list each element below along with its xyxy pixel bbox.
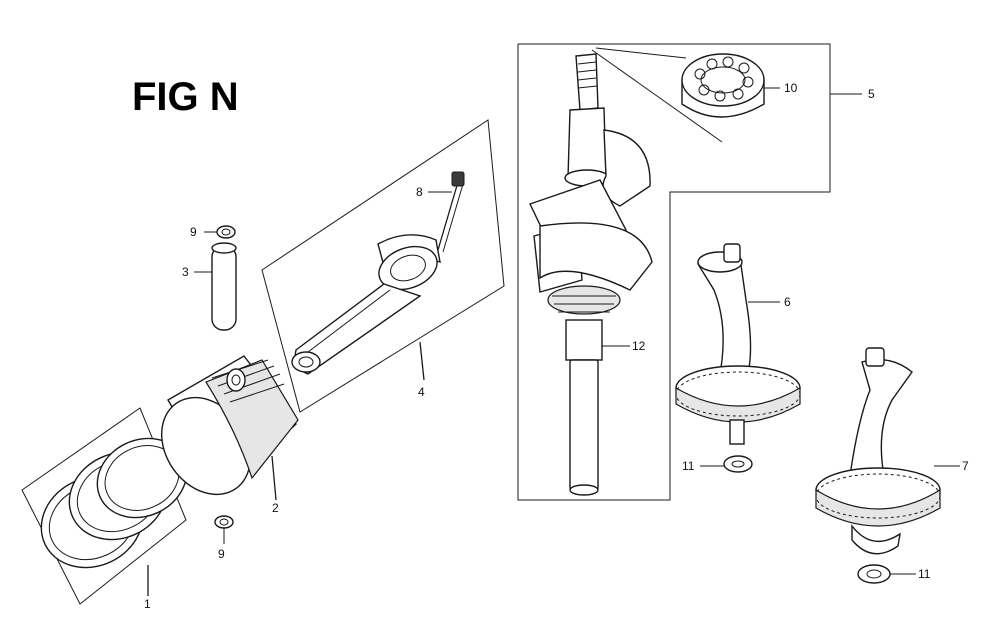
- pin-clip-upper: [204, 225, 236, 239]
- callout-5: 5: [868, 87, 875, 101]
- callout-3: 3: [182, 265, 189, 279]
- gear-shaft-upper: [675, 243, 801, 445]
- crankshaft-group-frame: [517, 43, 862, 501]
- callout-2: 2: [272, 501, 279, 515]
- washer-lower: [857, 564, 916, 584]
- callout-11-upper: 11: [682, 459, 695, 473]
- gear-shaft-lower: [815, 347, 960, 555]
- rod-bolt: [428, 171, 465, 253]
- callout-11-lower: 11: [918, 567, 931, 581]
- callout-9-upper: 9: [190, 225, 197, 239]
- callout-7: 7: [962, 459, 969, 473]
- callout-6: 6: [784, 295, 791, 309]
- pin-clip-lower: [214, 515, 234, 544]
- callout-9-lower: 9: [218, 547, 225, 561]
- callout-12: 12: [632, 339, 646, 353]
- piston-rings: [21, 407, 188, 605]
- callout-10: 10: [784, 81, 798, 95]
- callout-8: 8: [416, 185, 423, 199]
- piston-pin: [194, 242, 237, 331]
- figure-title: FIG N: [132, 75, 239, 119]
- crankshaft: [529, 53, 653, 496]
- piston: [160, 355, 299, 501]
- washer-upper: [700, 455, 753, 473]
- callout-1: 1: [144, 597, 151, 611]
- connecting-rod-assembly: [261, 119, 505, 413]
- callout-4: 4: [418, 385, 425, 399]
- ball-bearing: [591, 47, 780, 143]
